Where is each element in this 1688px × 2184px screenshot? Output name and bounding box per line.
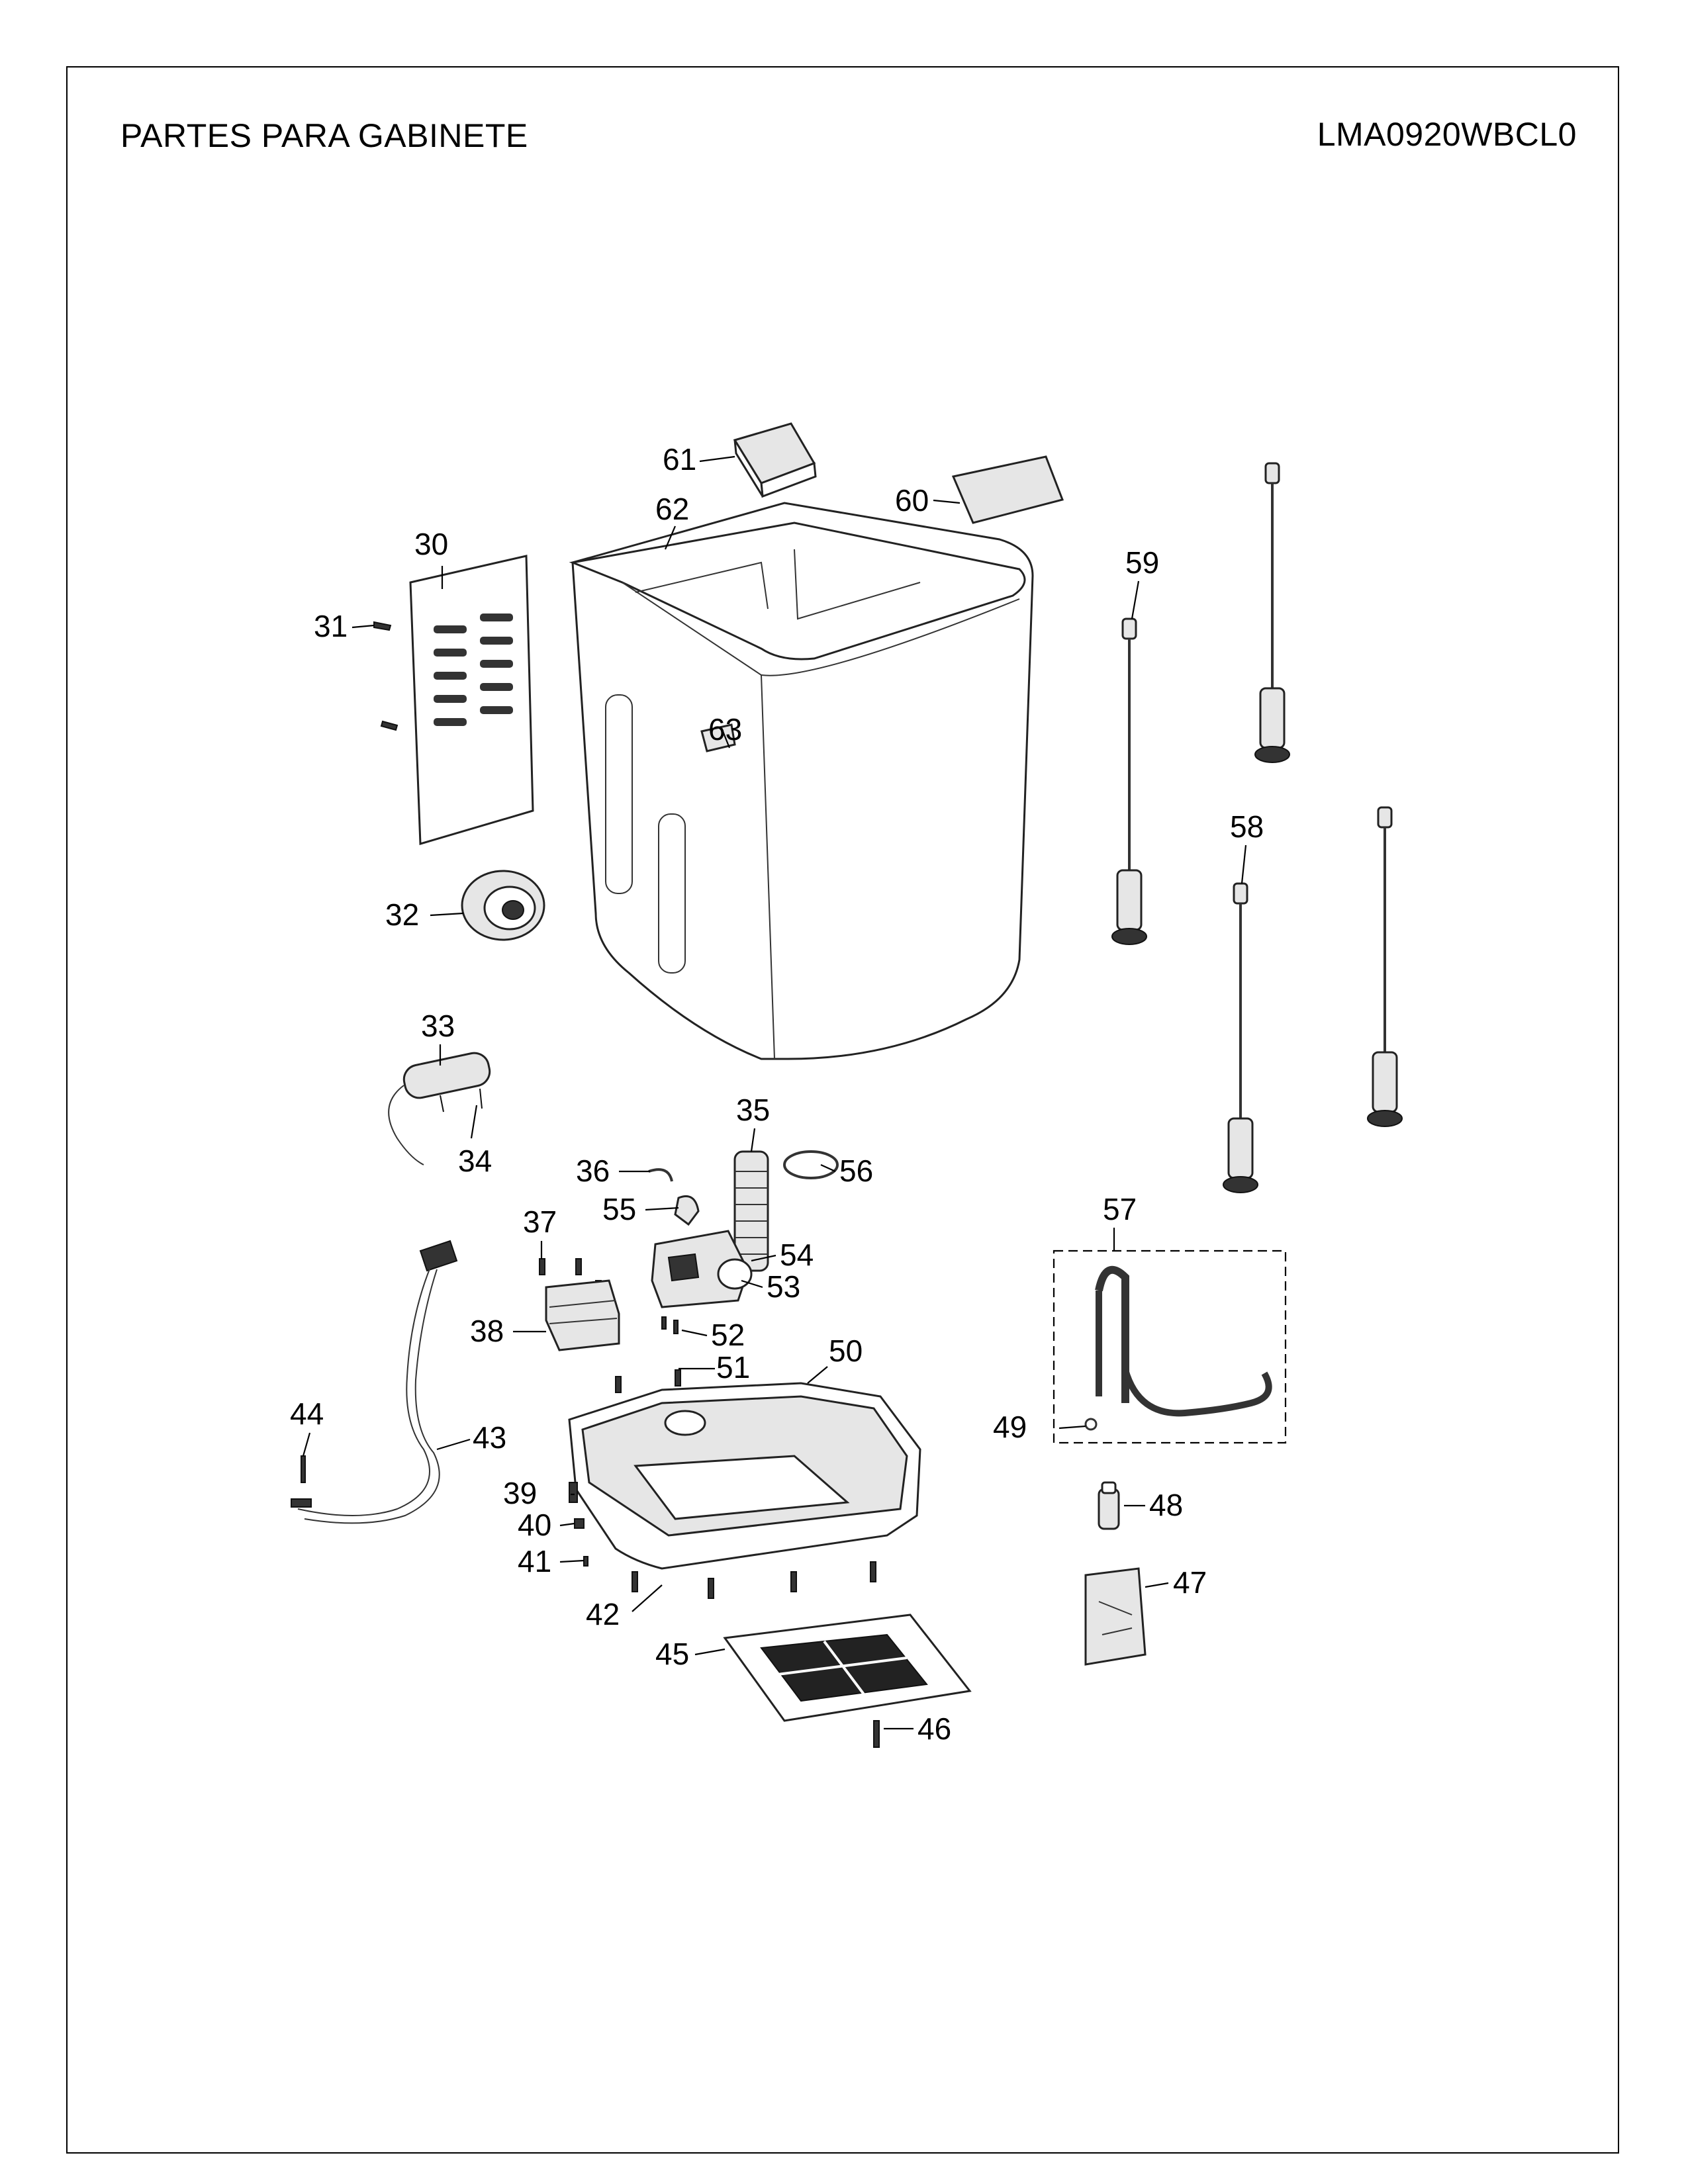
callout-labels: 61 60 62 30 31 59 63 58 32 33 35 34 36 5… — [290, 442, 1264, 1746]
callout-60: 60 — [895, 483, 929, 518]
part-50-base — [568, 1382, 921, 1570]
callout-33: 33 — [421, 1009, 455, 1043]
callout-35: 35 — [736, 1093, 770, 1127]
part-32-cap — [461, 870, 545, 941]
part-45-bottom-cover — [723, 1614, 972, 1722]
callout-57: 57 — [1103, 1192, 1137, 1226]
part-43-power-cord — [291, 1240, 458, 1524]
callout-44: 44 — [290, 1396, 324, 1431]
leader-lines — [302, 455, 1247, 1730]
callout-52: 52 — [711, 1318, 745, 1352]
callout-56: 56 — [839, 1154, 873, 1188]
callout-61: 61 — [663, 442, 696, 477]
callout-59: 59 — [1125, 545, 1159, 580]
callout-50: 50 — [829, 1334, 863, 1368]
callout-58: 58 — [1230, 809, 1264, 844]
callout-46: 46 — [917, 1711, 951, 1746]
part-58-59-suspension-rods — [1111, 462, 1403, 1193]
part-38-block — [545, 1279, 620, 1351]
callout-53: 53 — [767, 1269, 800, 1304]
callout-63: 63 — [708, 712, 742, 747]
part-49-clip — [1084, 1418, 1098, 1431]
callout-31: 31 — [314, 609, 348, 643]
part-57-drain-hose — [1053, 1250, 1287, 1444]
callout-40: 40 — [518, 1508, 551, 1542]
part-53-pump — [651, 1230, 753, 1308]
callout-30: 30 — [414, 527, 448, 561]
callout-38: 38 — [470, 1314, 504, 1348]
part-33-capacitor — [388, 1052, 491, 1165]
callout-34: 34 — [458, 1144, 492, 1178]
callout-54: 54 — [780, 1238, 814, 1272]
part-35-hose — [733, 1150, 769, 1272]
callout-37: 37 — [523, 1205, 557, 1239]
callout-62: 62 — [655, 492, 689, 526]
diagram-title: PARTES PARA GABINETE — [120, 117, 528, 154]
callout-51: 51 — [716, 1350, 750, 1385]
part-48-connector — [1098, 1481, 1120, 1530]
part-62-cabinet — [569, 502, 1034, 1060]
callout-42: 42 — [586, 1597, 620, 1631]
callout-39: 39 — [503, 1476, 537, 1510]
part-36-55-clamps — [648, 1168, 700, 1226]
part-61-foam-block — [733, 422, 817, 498]
callout-49: 49 — [993, 1410, 1027, 1444]
part-30-rear-panel — [409, 555, 534, 845]
callout-48: 48 — [1149, 1488, 1183, 1522]
part-31-screws — [373, 621, 399, 731]
callout-32: 32 — [385, 897, 419, 932]
part-63-label-shape — [700, 723, 736, 752]
callout-45: 45 — [655, 1637, 689, 1671]
part-47-bag — [1084, 1567, 1147, 1666]
callout-47: 47 — [1173, 1565, 1207, 1600]
callout-41: 41 — [518, 1544, 551, 1578]
part-56-clamp — [783, 1150, 839, 1179]
part-46-screw — [873, 1720, 880, 1748]
callout-43: 43 — [473, 1420, 506, 1455]
callout-36: 36 — [576, 1154, 610, 1188]
callout-55: 55 — [602, 1192, 636, 1226]
page-border — [66, 66, 1619, 2154]
part-60-plate — [951, 455, 1064, 524]
model-number: LMA0920WBCL0 — [1317, 116, 1577, 153]
